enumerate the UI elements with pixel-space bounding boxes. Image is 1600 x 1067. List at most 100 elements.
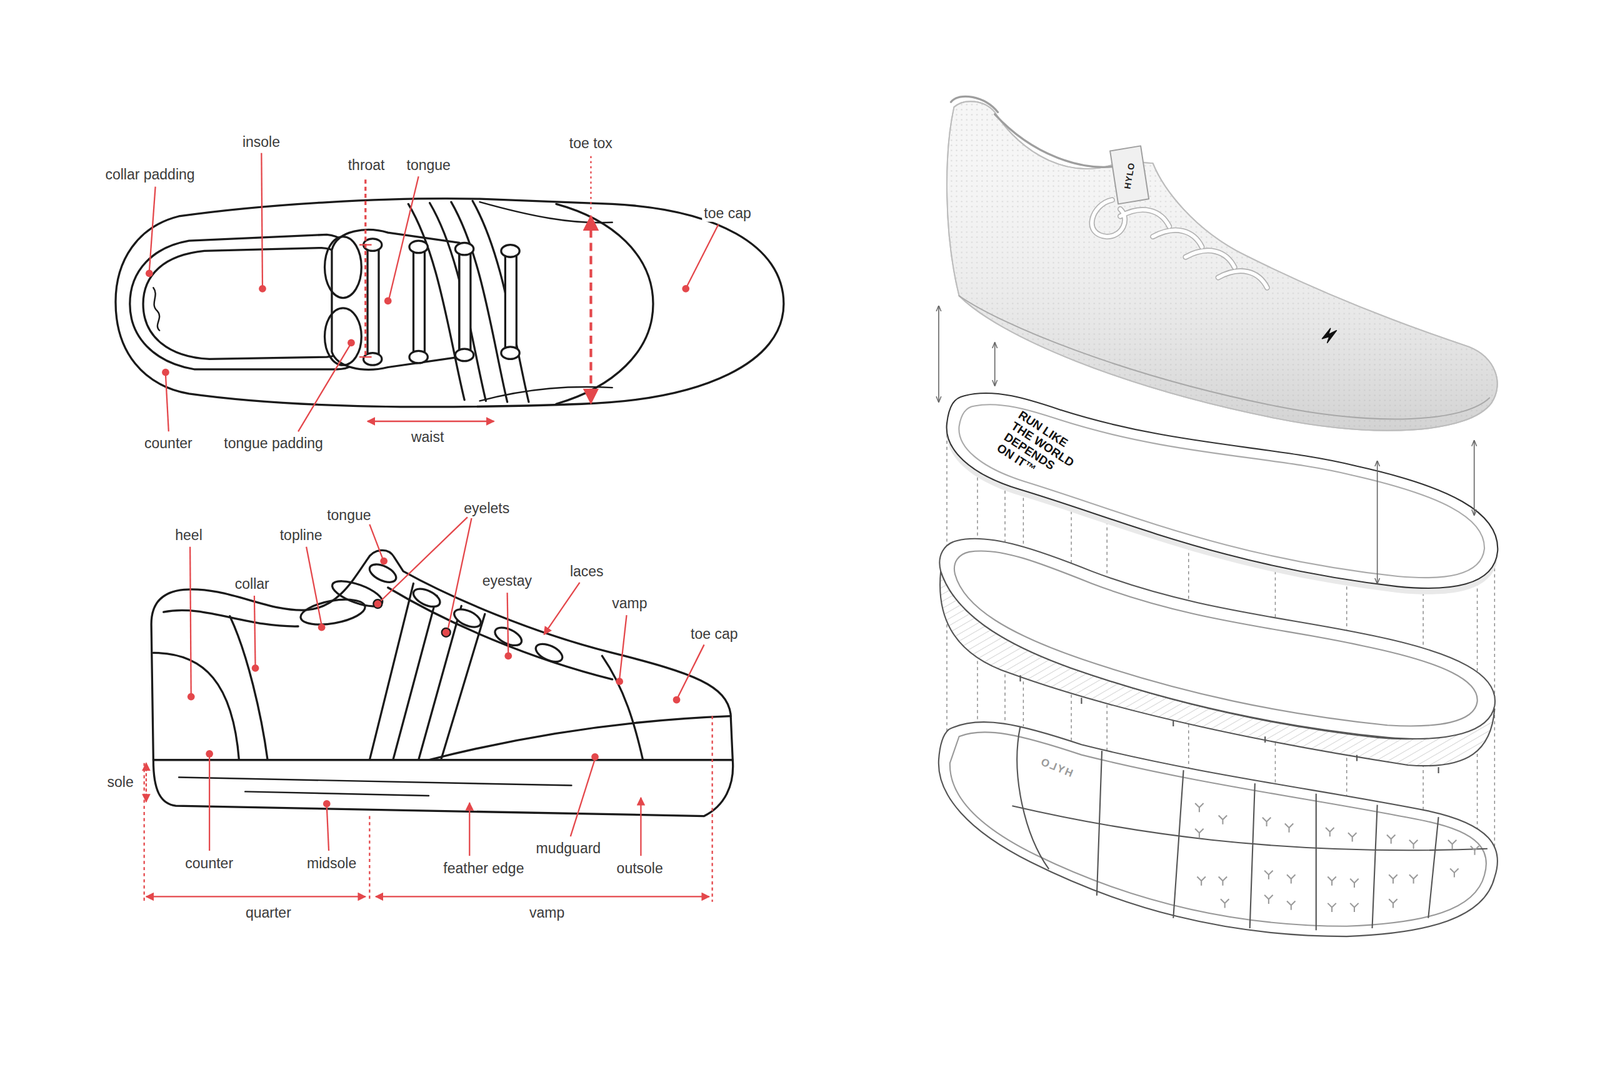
leader-lines-part bbox=[619, 615, 627, 680]
part-label: tongue bbox=[325, 506, 373, 524]
leader-lines-part bbox=[298, 345, 350, 432]
top-view-shoe-part bbox=[480, 386, 613, 401]
upper-shoe-part bbox=[1110, 145, 1149, 204]
leader-lines-part bbox=[326, 805, 329, 851]
leader-lines-part bbox=[367, 420, 494, 422]
upper-shoe-part bbox=[1091, 200, 1267, 288]
side-view-shoe-part bbox=[373, 600, 382, 609]
upper-shoe bbox=[946, 96, 1498, 430]
upper-shoe-part-part bbox=[1091, 200, 1125, 237]
part-label: collar padding bbox=[103, 166, 197, 183]
top-view-shoe-part bbox=[451, 201, 508, 402]
outsole-part bbox=[1096, 750, 1439, 930]
part-label: eyelets bbox=[461, 500, 512, 517]
side-view-shoe-part bbox=[230, 616, 268, 760]
leader-lines-part bbox=[686, 224, 719, 287]
part-label: eyestay bbox=[480, 572, 534, 589]
upper-shoe-part bbox=[959, 295, 1490, 419]
leader-lines-part bbox=[144, 716, 713, 902]
callout-dots-part bbox=[145, 269, 154, 277]
assembly-arrows-part bbox=[938, 306, 940, 402]
upper-shoe-part bbox=[946, 101, 1498, 430]
leader-lines-part bbox=[261, 153, 263, 287]
part-label: collar bbox=[233, 575, 272, 592]
dimension-label: vamp bbox=[527, 903, 567, 920]
upper-shoe-part-part bbox=[1120, 210, 1169, 227]
upper-shoe-part-part bbox=[1091, 200, 1125, 237]
outsole-part bbox=[1409, 874, 1418, 884]
top-view-shoe-part bbox=[409, 350, 428, 364]
outsole-part bbox=[1448, 840, 1457, 849]
callout-dots-part bbox=[504, 651, 512, 660]
leader-lines-part bbox=[468, 802, 470, 856]
leader-lines-part bbox=[388, 176, 419, 299]
leader-lines-part bbox=[364, 179, 367, 357]
side-view-shoe-part bbox=[329, 575, 386, 612]
upper-shoe-part bbox=[1091, 200, 1267, 288]
outsole-part bbox=[1218, 815, 1227, 825]
side-view-shoe-part bbox=[151, 550, 733, 760]
part-label: feather edge bbox=[441, 860, 526, 877]
leader-lines-part bbox=[306, 546, 322, 626]
upper-shoe-part-part bbox=[1185, 250, 1235, 268]
part-label: sole bbox=[105, 773, 136, 790]
leader-lines-part bbox=[165, 374, 169, 432]
leader-lines-part bbox=[359, 245, 372, 358]
leader-lines-part bbox=[145, 763, 147, 802]
callout-dots-part bbox=[673, 696, 681, 704]
leader-lines-part bbox=[640, 797, 642, 856]
leader-lines-part bbox=[507, 592, 509, 654]
side-view-shoe-part bbox=[410, 585, 443, 610]
side-view-shoe bbox=[151, 550, 734, 816]
leader-lines-part bbox=[375, 895, 710, 897]
callout-dots-part bbox=[251, 664, 260, 672]
side-view-shoe-part bbox=[298, 595, 367, 629]
outsole-part bbox=[1195, 828, 1204, 838]
top-view-shoe-part bbox=[455, 348, 474, 362]
leader-lines-part bbox=[589, 216, 592, 404]
upper-shoe-part bbox=[995, 114, 1123, 167]
side-view-shoe-part bbox=[153, 760, 733, 817]
side-view-shoe-part bbox=[245, 791, 429, 796]
slogan-text: RUN LIKE THE WORLD DEPENDS ON IT™ bbox=[994, 408, 1087, 494]
part-label: counter bbox=[142, 434, 195, 451]
part-label: heel bbox=[173, 526, 204, 543]
assembly-arrows-part bbox=[1376, 461, 1379, 584]
side-view-shoe-part bbox=[178, 777, 572, 786]
dimension-label: waist bbox=[409, 428, 446, 445]
top-view-shoe-part bbox=[556, 203, 654, 404]
top-view-shoe-part bbox=[480, 201, 613, 223]
leader-lines-part bbox=[590, 156, 592, 210]
outsole-part bbox=[1285, 823, 1294, 833]
outsole-part bbox=[1350, 903, 1359, 912]
part-label: insole bbox=[240, 133, 282, 150]
part-label: tongue bbox=[405, 156, 453, 174]
outsole-part bbox=[1327, 876, 1336, 885]
outsole-part bbox=[1218, 876, 1227, 885]
outsole-part bbox=[1195, 803, 1204, 812]
upper-shoe-part-part bbox=[1120, 210, 1169, 227]
top-view-shoe-part bbox=[408, 203, 465, 400]
upper-shoe-part-part bbox=[1153, 230, 1202, 247]
callout-dots-part bbox=[591, 753, 599, 761]
callout-dots-part bbox=[615, 677, 624, 685]
callout-dots-part bbox=[318, 623, 326, 632]
leader-lines-part bbox=[543, 582, 580, 635]
side-view-shoe-part bbox=[451, 605, 484, 631]
upper-shoe-part-part bbox=[1153, 230, 1202, 247]
assembly-arrows-part bbox=[1473, 440, 1475, 515]
side-view-shoe-part bbox=[441, 628, 450, 637]
part-label: toe cap bbox=[701, 205, 753, 222]
upper-shoe-part-part bbox=[1185, 250, 1235, 268]
outsole-part bbox=[1264, 870, 1273, 880]
outsole-part bbox=[1350, 878, 1359, 888]
part-label: mudguard bbox=[534, 840, 604, 857]
callout-dots-part bbox=[258, 285, 267, 293]
leader-lines-part bbox=[677, 644, 704, 698]
side-view-shoe-part bbox=[533, 640, 565, 665]
callout-dots-part bbox=[323, 800, 331, 808]
callout-dots-part bbox=[380, 557, 388, 565]
callout-dots-part bbox=[161, 368, 170, 377]
